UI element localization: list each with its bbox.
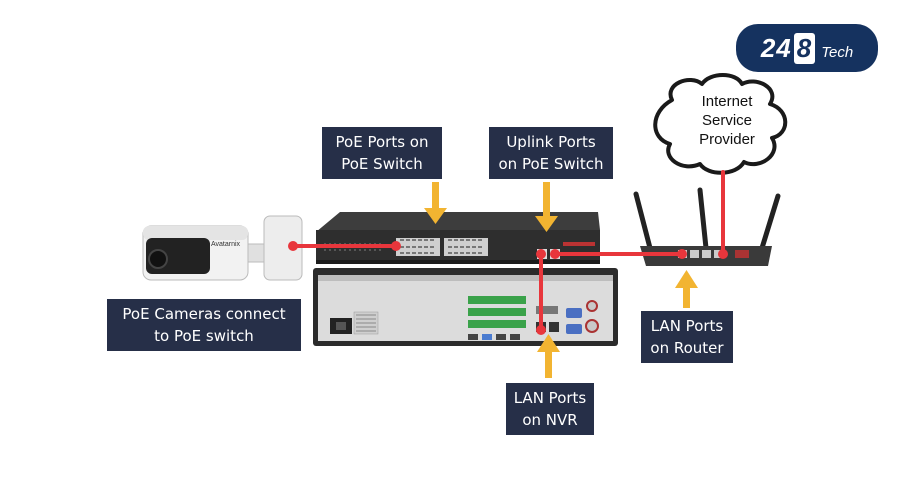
pointer-arrows <box>424 182 698 378</box>
label-poe-ports: PoE Ports on PoE Switch <box>322 127 442 179</box>
cloud-line-2: Service <box>701 112 753 129</box>
logo-suffix: Tech <box>821 43 854 61</box>
label-lan-nvr: LAN Ports on NVR <box>506 383 594 435</box>
camera-brand-text: Avatarnix <box>211 241 241 248</box>
nvr-device <box>313 268 618 346</box>
cloud-line-1: Internet <box>701 93 753 110</box>
isp-cloud <box>653 73 788 175</box>
brand-logo: 24 8 Tech <box>736 24 878 72</box>
network-cables <box>291 170 725 332</box>
poe-camera: Avatarnix <box>142 215 303 281</box>
cloud-line-3: Provider <box>699 131 755 148</box>
label-uplink-ports: Uplink Ports on PoE Switch <box>489 127 613 179</box>
label-poe-cameras: PoE Cameras connect to PoE switch <box>107 299 301 351</box>
isp-cloud-label: Internet Service Provider <box>672 92 782 149</box>
logo-prefix: 24 <box>760 32 792 63</box>
logo-highlight: 8 <box>793 32 816 64</box>
label-lan-router: LAN Ports on Router <box>641 311 733 363</box>
